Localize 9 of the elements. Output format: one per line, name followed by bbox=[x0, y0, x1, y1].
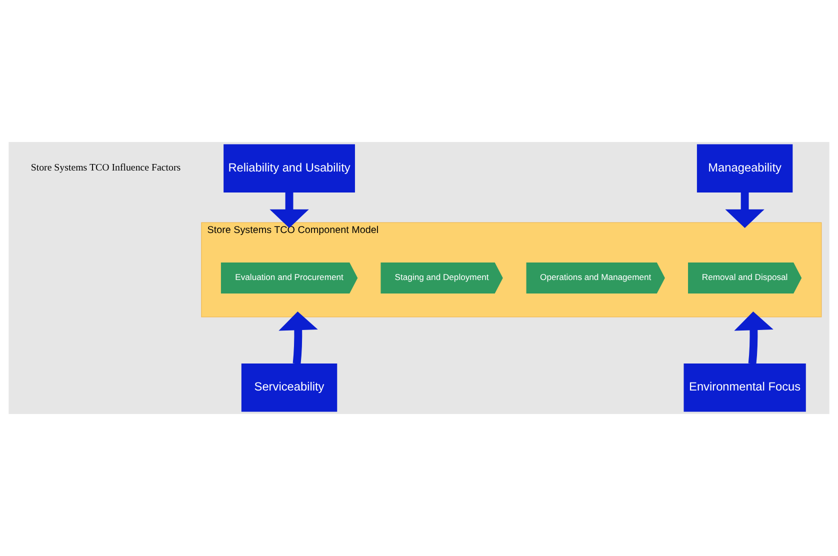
label: Store Systems TCO Influence Factors bbox=[30, 162, 181, 174]
node-box: Serviceability bbox=[241, 364, 338, 412]
arrow bbox=[270, 192, 309, 228]
node-box: Manageability bbox=[696, 144, 793, 192]
arrow bbox=[725, 192, 764, 228]
arrow bbox=[734, 311, 774, 364]
node-box: Environmental Focus bbox=[684, 364, 806, 412]
node-box: Reliability and Usability bbox=[224, 144, 355, 192]
arrow bbox=[278, 311, 318, 364]
